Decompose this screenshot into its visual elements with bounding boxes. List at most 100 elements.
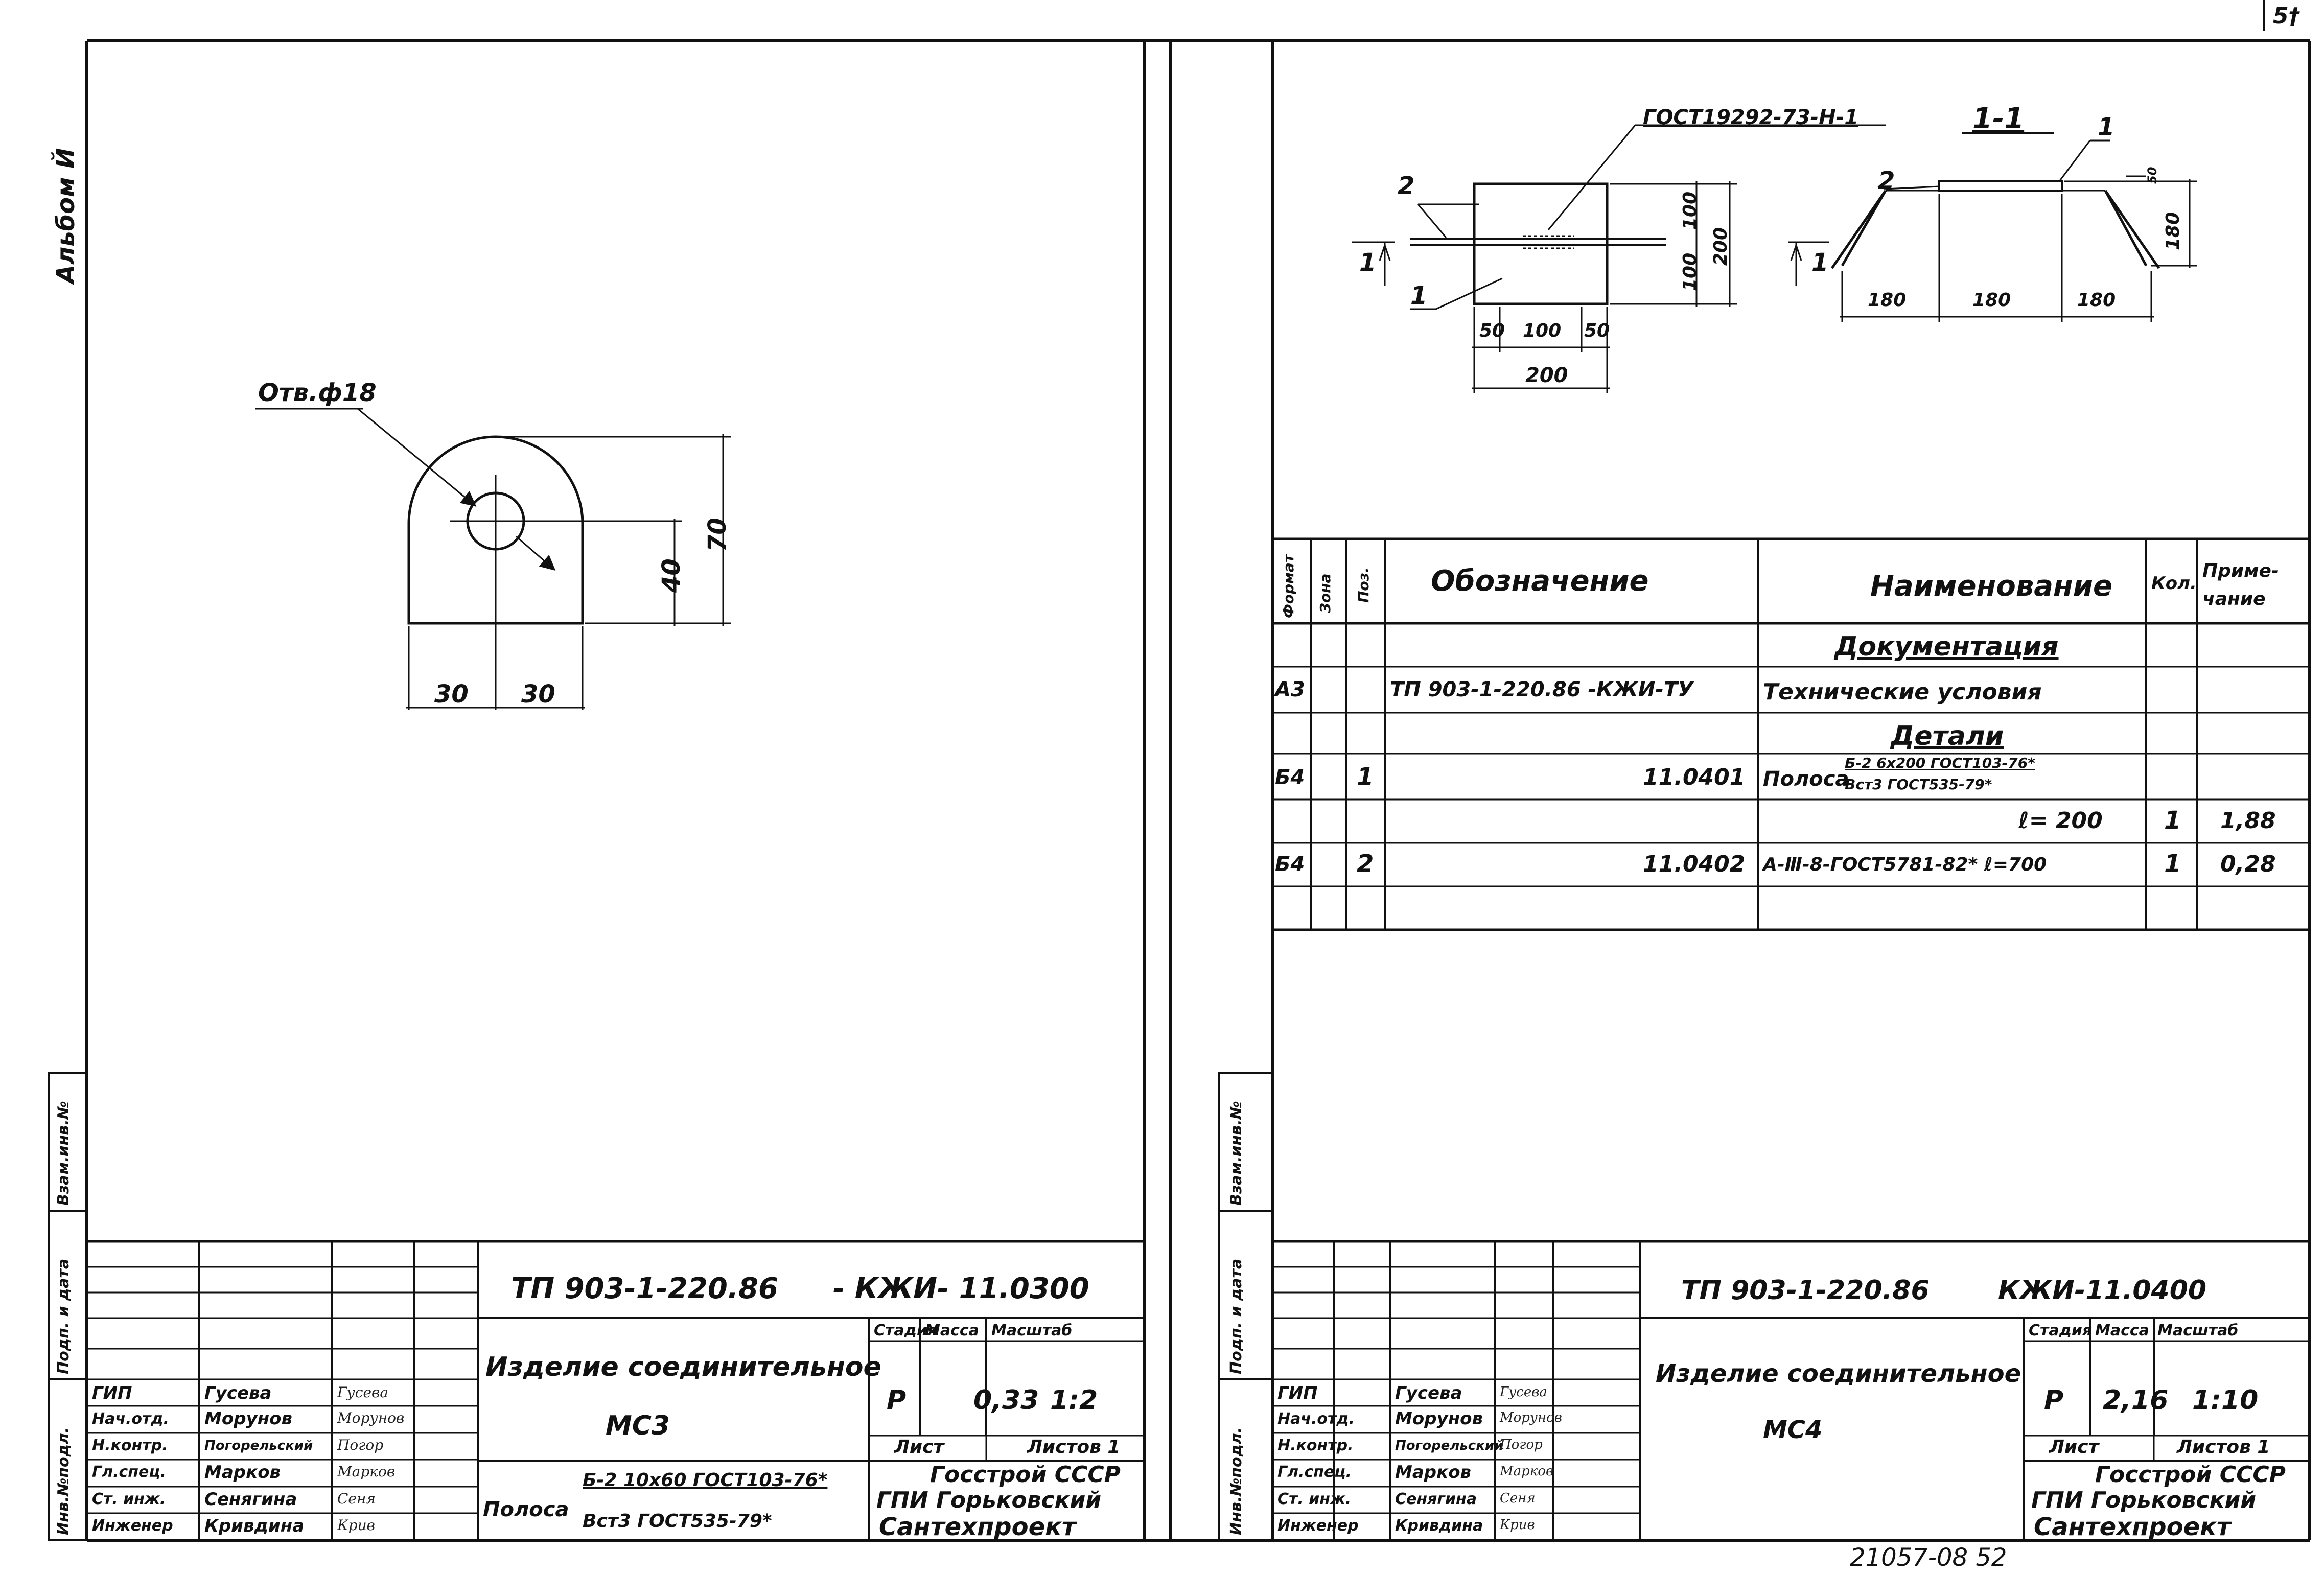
left-staff-signature: Крив — [337, 1517, 375, 1534]
right-staff-role: Гл.спец. — [1277, 1463, 1352, 1481]
left-staff-name: Сенягина — [204, 1489, 297, 1510]
spec-header-note-2: чание — [2202, 589, 2266, 609]
dim-total-height: 70 — [703, 518, 732, 552]
spec-header-name: Наименование — [1870, 570, 2112, 603]
right-staff-name: Кривдина — [1395, 1517, 1483, 1535]
right-staff-signature: Морунов — [1500, 1410, 1562, 1425]
right-staff-role: Ст. инж. — [1277, 1490, 1352, 1508]
archive-number: 21057-08 52 — [1850, 1543, 2007, 1572]
right-mass-header: Масса — [2095, 1322, 2149, 1339]
right-scale: 1:10 — [2192, 1385, 2259, 1416]
left-staff-signature: Гусева — [337, 1384, 389, 1401]
plan-pos1-label: 1 — [1410, 281, 1428, 310]
spec-cell-format: А3 — [1275, 678, 1305, 701]
right-staff-signature: Гусева — [1500, 1384, 1547, 1400]
spec-cell-name-top: Б-2 6х200 ГОСТ103-76* — [1845, 755, 2035, 771]
left-staff-role: Ст. инж. — [92, 1490, 166, 1508]
right-staff-name: Сенягина — [1395, 1490, 1477, 1508]
spec-cell-pos: 1 — [1357, 763, 1374, 791]
spec-cell-note: 0,28 — [2220, 851, 2276, 877]
left-doc-code-suffix: - КЖИ- 11.0300 — [833, 1272, 1089, 1305]
side-stamp-date-left: Подп. и дата — [55, 1258, 73, 1374]
right-staff-signature: Погор — [1500, 1437, 1543, 1452]
spec-cell-name-prefix: Полоса — [1763, 767, 1849, 791]
section-pos2-label: 2 — [1878, 167, 1895, 195]
right-staff-role: Н.контр. — [1277, 1437, 1354, 1454]
right-staff-signature: Марков — [1500, 1464, 1554, 1479]
spec-table-grid — [1272, 537, 2310, 931]
plan-dim-50b: 50 — [1584, 320, 1610, 341]
part-mc3-centerlines — [450, 475, 542, 552]
left-staff-name: Гусева — [204, 1383, 272, 1403]
left-material-top: Б-2 10х60 ГОСТ103-76* — [583, 1470, 828, 1491]
left-staff-signature: Сеня — [337, 1490, 376, 1507]
left-mass-header: Масса — [925, 1322, 979, 1339]
spec-cell-note: 1,88 — [2220, 808, 2276, 834]
side-stamp-right — [1218, 1072, 1273, 1541]
part-mc3-dimensions — [255, 408, 731, 710]
left-staff-name: Марков — [204, 1462, 281, 1483]
section-dim-a: 180 — [1868, 290, 1907, 311]
right-sheet-label: Лист — [2049, 1437, 2099, 1458]
spec-section-docs: Документация — [1834, 631, 2059, 662]
spec-header-designation: Обозначение — [1431, 565, 1649, 598]
right-item-mark: МС4 — [1763, 1416, 1823, 1444]
gost-label: ГОСТ19292-73-Н-1 — [1643, 106, 1859, 129]
right-stage-header: Стадия — [2029, 1322, 2093, 1339]
left-staff-signature: Морунов — [337, 1409, 405, 1426]
right-title-block-lines — [1272, 1240, 2310, 1540]
spec-cell-designation: ТП 903-1-220.86 -КЖИ-ТУ — [1390, 678, 1693, 701]
side-stamp-inv-right: Инв.№подл. — [1227, 1427, 1245, 1535]
dim-hole-height: 40 — [657, 558, 686, 593]
spec-cell-format: Б4 — [1275, 853, 1305, 876]
right-org-line2: ГПИ Горьковский — [2031, 1487, 2257, 1513]
dim-width-1: 30 — [434, 680, 469, 709]
side-stamp-date-right: Подп. и дата — [1227, 1258, 1245, 1374]
left-stage-header: Стадия — [874, 1322, 938, 1339]
section-dim-h: 180 — [2163, 211, 2183, 250]
spec-cell-pos: 2 — [1357, 850, 1374, 878]
right-org-line3: Сантехпроект — [2034, 1513, 2231, 1541]
plan-pos2-label: 2 — [1398, 172, 1415, 200]
album-label: Альбом Й — [52, 148, 80, 284]
spec-cell-designation: 11.0401 — [1643, 764, 1746, 790]
spec-header-qty: Кол. — [2151, 573, 2197, 594]
right-staff-name: Морунов — [1395, 1408, 1483, 1429]
right-stage: Р — [2044, 1385, 2064, 1416]
right-staff-signature: Сеня — [1500, 1491, 1536, 1506]
section-dim-t: 50 — [2145, 167, 2159, 184]
spec-header-zone: Зона — [1317, 573, 1334, 613]
spec-cell-qty: 1 — [2164, 806, 2181, 835]
left-item-mark: МС3 — [606, 1411, 670, 1441]
right-staff-name: Погорельский — [1395, 1438, 1504, 1453]
left-org-line3: Сантехпроект — [879, 1513, 1076, 1541]
hole-label: Отв.ф18 — [258, 379, 377, 407]
spec-cell-format: Б4 — [1275, 766, 1305, 789]
plan-dim-50a: 50 — [1479, 320, 1505, 341]
spec-header-note-1: Приме- — [2202, 560, 2279, 581]
left-scale: 1:2 — [1050, 1385, 1098, 1416]
right-item-name: Изделие соединительное — [1656, 1359, 2021, 1388]
right-sheets-label: Листов 1 — [2177, 1437, 2270, 1458]
spec-cell-name: ℓ= 200 — [2018, 808, 2103, 834]
right-mass: 2,16 — [2103, 1385, 2169, 1416]
left-staff-name: Морунов — [204, 1408, 293, 1429]
left-org-line2: ГПИ Горьковский — [876, 1487, 1102, 1513]
left-sheet-label: Лист — [894, 1437, 944, 1458]
section-1-1-drawing — [1830, 132, 2197, 322]
part-mc4-plan — [1352, 124, 1886, 393]
right-doc-code-suffix: КЖИ-11.0400 — [1998, 1275, 2207, 1306]
spec-cell-name-bottom: Вст3 ГОСТ535-79* — [1845, 776, 1992, 793]
left-doc-code: ТП 903-1-220.86 — [511, 1272, 779, 1305]
plan-dim-200h: 200 — [1710, 227, 1731, 266]
left-item-name: Изделие соединительное — [485, 1352, 881, 1382]
section-dim-b: 180 — [1972, 290, 2011, 311]
left-staff-signature: Марков — [337, 1463, 396, 1480]
right-doc-code: ТП 903-1-220.86 — [1681, 1275, 1930, 1306]
left-title-block-lines — [87, 1240, 1145, 1540]
side-stamp-replace-left: Взам.инв.№ — [55, 1101, 73, 1206]
left-scale-header: Масштаб — [991, 1322, 1073, 1339]
section-title: 1-1 — [1972, 102, 2025, 135]
plan-dim-100b: 100 — [1680, 252, 1701, 291]
plan-cut-left: 1 — [1359, 248, 1377, 277]
